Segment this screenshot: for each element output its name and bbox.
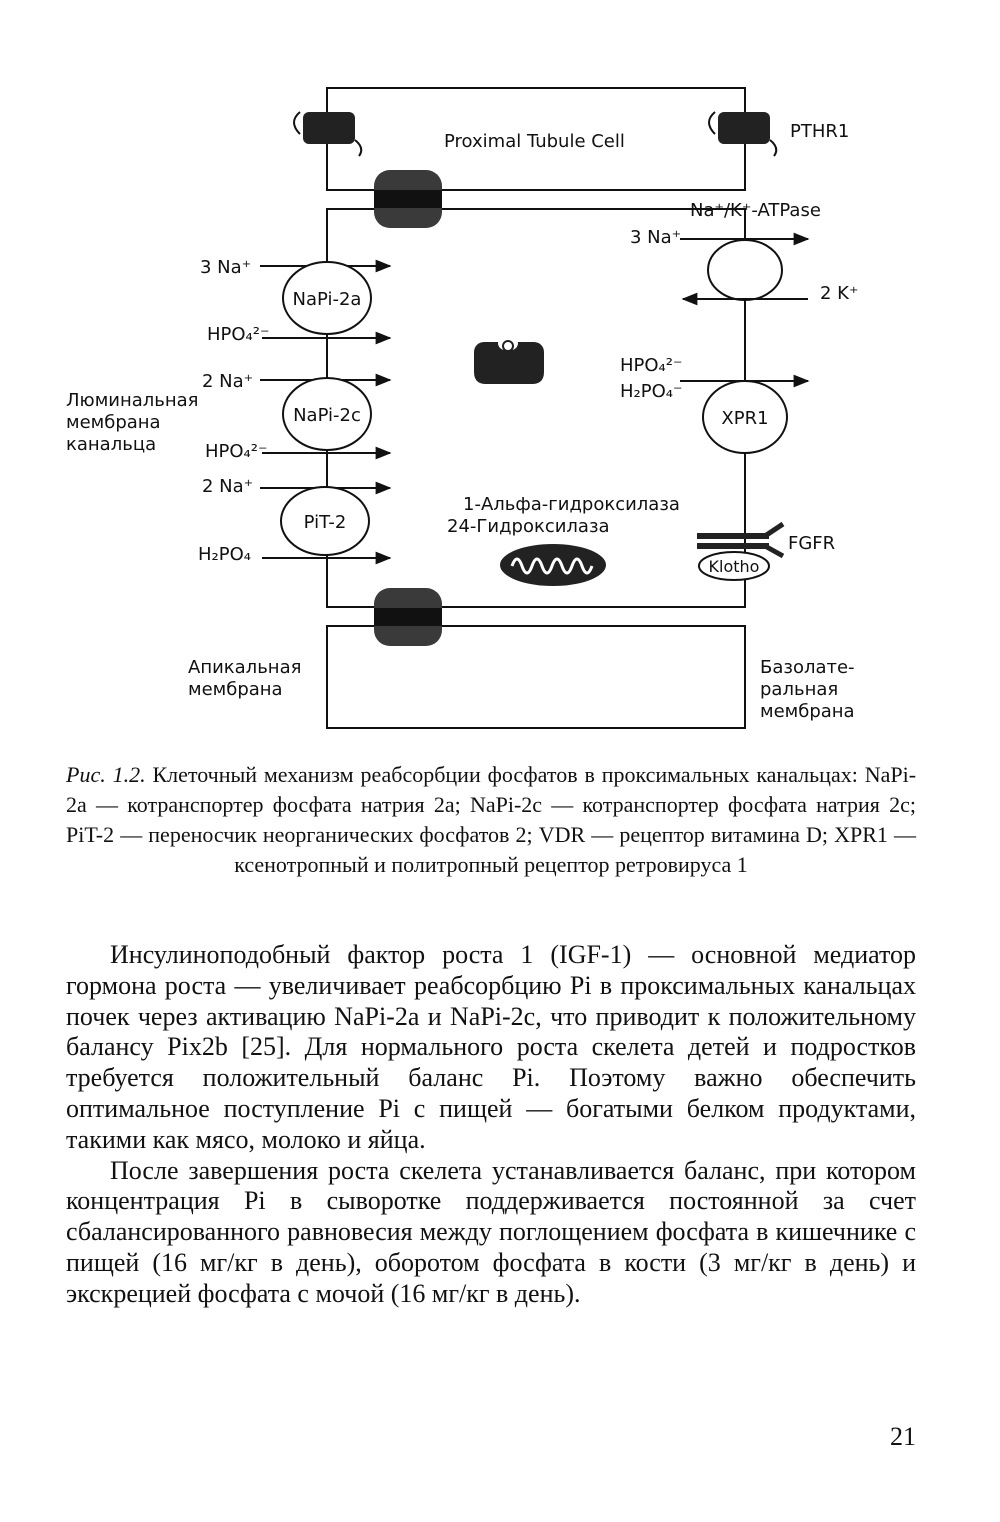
paragraph-2: После завершения роста скелета устанавли… [66, 1155, 916, 1308]
napi2c-na-label: 2 Na⁺ [202, 371, 253, 392]
apical-membrane-label: Апикальная мембрана [188, 657, 307, 700]
xpr1-h2po4-label: H₂PO₄⁻ [620, 381, 683, 402]
caption-text: Клеточный механизм реабсорбции фосфатов … [66, 762, 917, 877]
pit2-h2po4-label: H₂PO₄ [198, 544, 251, 565]
fgfr-label: FGFR [788, 533, 835, 554]
napi2a-hpo4-label: HPO₄²⁻ [207, 324, 270, 345]
napi2c-label: NaPi-2c [293, 405, 361, 426]
pthr1-receptor-left [293, 111, 363, 157]
pthr1-label: PTHR1 [790, 121, 849, 142]
xpr1-transporter [702, 380, 788, 454]
klotho-label: Klotho [709, 557, 760, 576]
tight-junction-bottom-icon [374, 588, 442, 646]
vdr-receptor-icon [474, 336, 544, 384]
napi2c-hpo4-label: HPO₄²⁻ [205, 441, 268, 462]
atpase-pump [707, 239, 783, 301]
napi2c-transporter [282, 377, 372, 451]
atpase-na-label: 3 Na⁺ [630, 227, 681, 248]
cell-title: Proximal Tubule Cell [444, 131, 625, 152]
atpase-k-label: 2 K⁺ [820, 283, 858, 304]
bottom-cell-box [326, 625, 746, 729]
tight-junction-top-icon [374, 170, 442, 228]
cell-diagram: Proximal Tubule Cell PTHR1 Na⁺/K⁺-ATPase… [66, 87, 860, 729]
hydroxylase-1-label: 1-Альфа-гидроксилаза [463, 494, 680, 515]
pthr1-receptor-right [708, 111, 778, 157]
pit2-na-label: 2 Na⁺ [202, 476, 253, 497]
napi2a-label: NaPi-2a [293, 289, 362, 310]
caption-label: Рис. 1.2. [66, 762, 146, 787]
xpr1-hpo4-label: HPO₄²⁻ [620, 355, 683, 376]
napi2a-transporter [282, 261, 372, 335]
paragraph-1: Инсулиноподобный фактор роста 1 (IGF-1) … [66, 940, 916, 1154]
figure-caption: Рис. 1.2. Клеточный механизм реабсорбции… [66, 760, 916, 880]
basolateral-membrane-label: Базолате- ральная мембрана [760, 657, 860, 722]
body-text: Инсулиноподобный фактор роста 1 (IGF-1) … [66, 940, 916, 1310]
page-number: 21 [890, 1422, 916, 1451]
napi2a-na-label: 3 Na⁺ [200, 257, 251, 278]
luminal-membrane-label: Люминальная мембрана канальца [66, 390, 204, 455]
pit2-label: PiT-2 [304, 512, 347, 533]
atpase-label: Na⁺/K⁺-ATPase [690, 200, 821, 221]
fgfr-receptor-icon [697, 521, 785, 581]
pit2-transporter [280, 486, 370, 556]
xpr1-label: XPR1 [721, 408, 768, 429]
mitochondrion-icon [500, 544, 606, 586]
hydroxylase-24-label: 24-Гидроксилаза [447, 516, 610, 537]
